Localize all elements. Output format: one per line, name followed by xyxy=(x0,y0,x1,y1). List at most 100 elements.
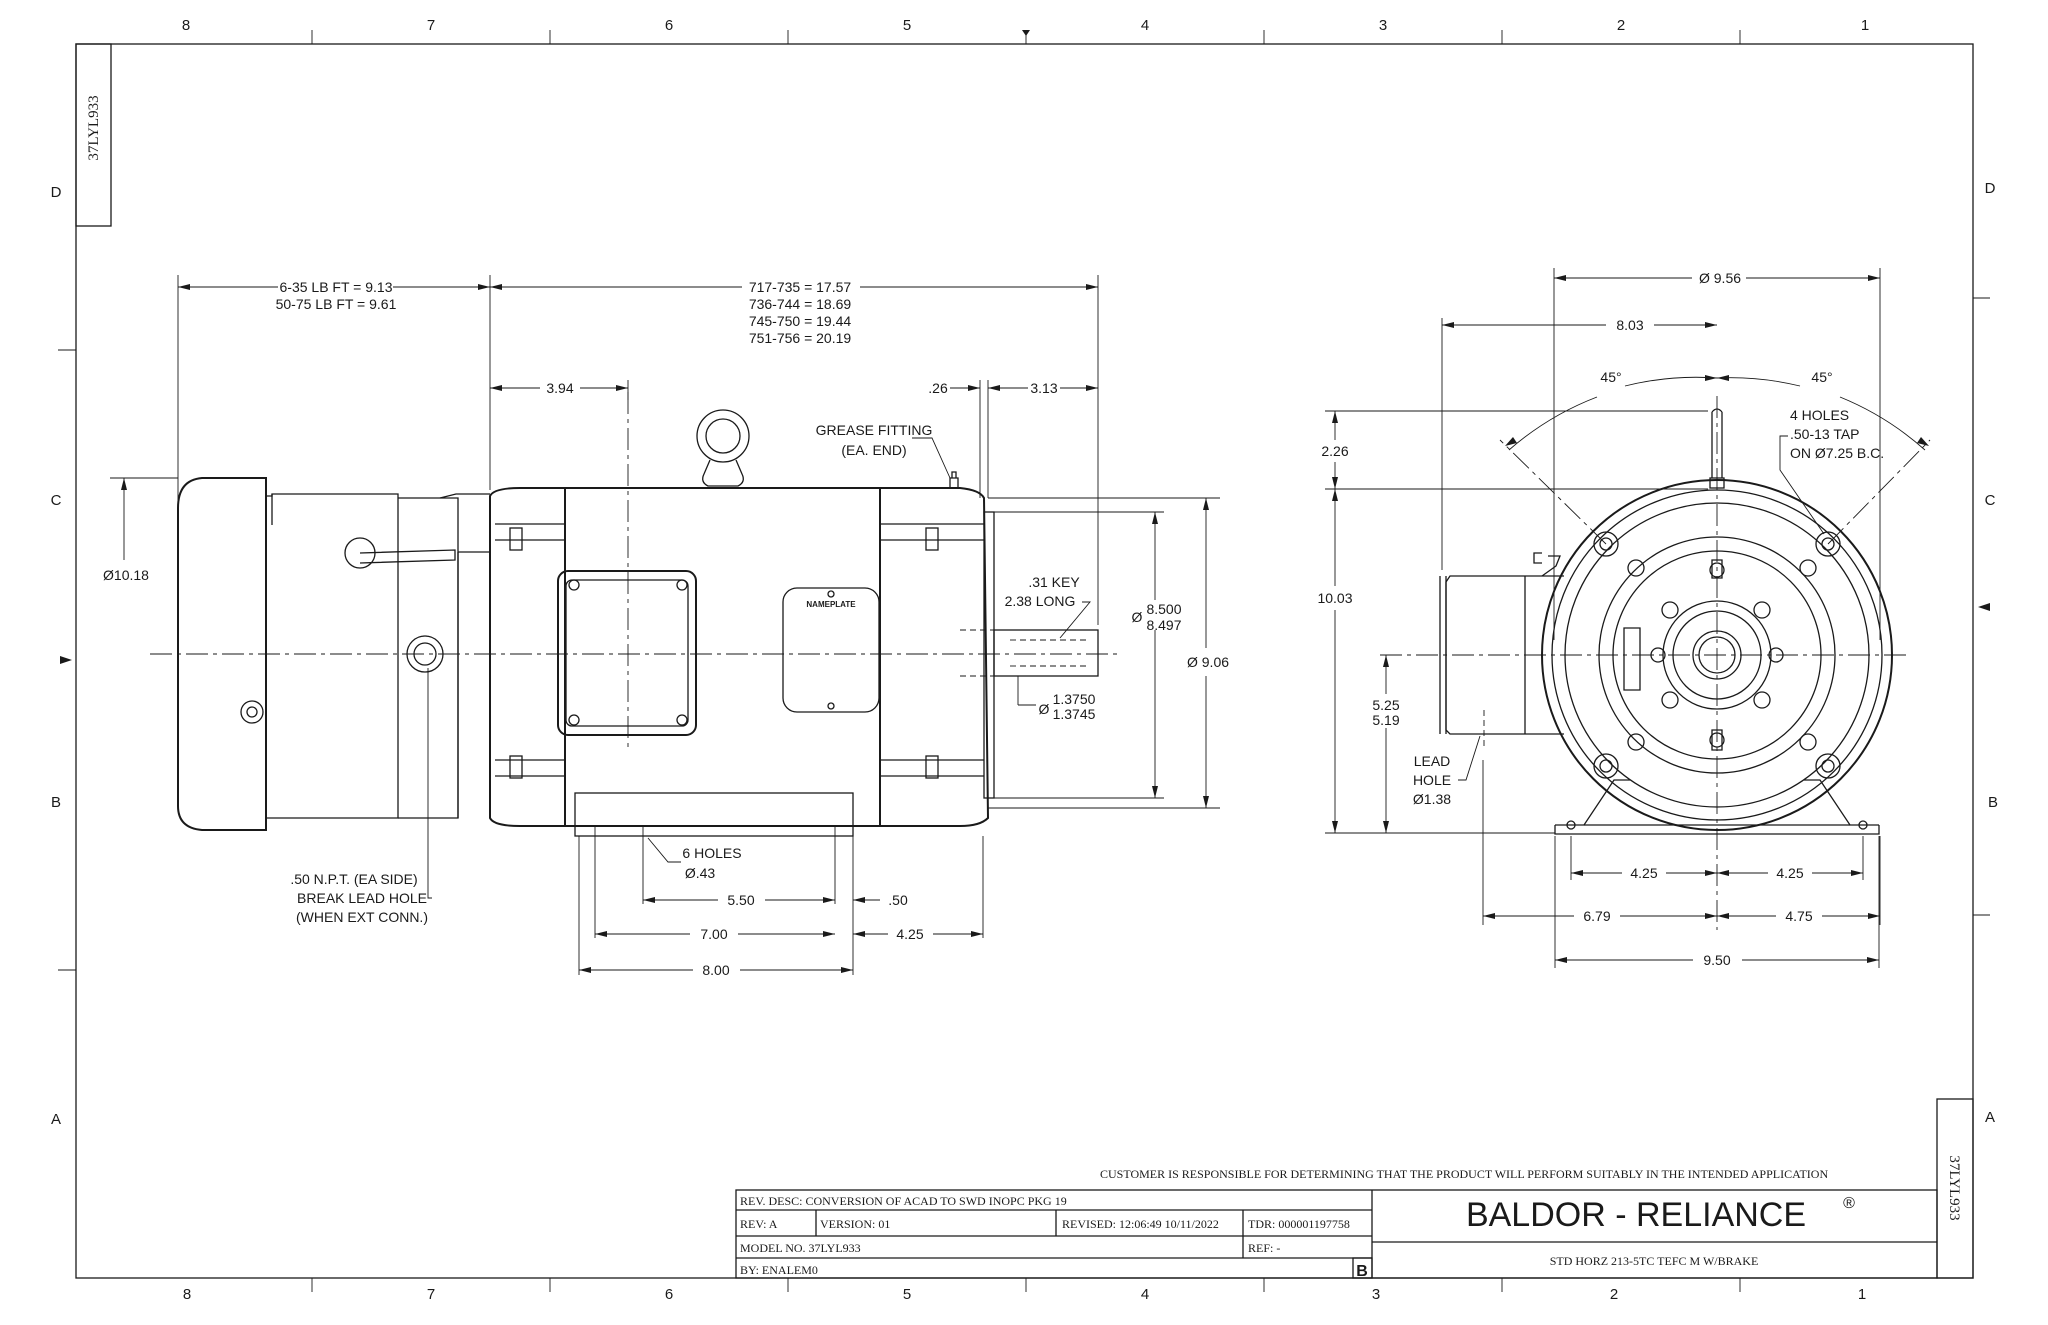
brake-cover xyxy=(177,477,267,831)
angle-left: 45° xyxy=(1600,369,1621,385)
lifting-eyebolt xyxy=(696,409,750,487)
zone-row-b-left: B xyxy=(51,794,61,811)
zone-col-8-top: 8 xyxy=(182,17,190,34)
dim-026: .26 xyxy=(928,380,948,396)
zone-col-3-top: 3 xyxy=(1379,17,1387,34)
dim-803: 8.03 xyxy=(1616,317,1643,333)
zone-col-6-bottom: 6 xyxy=(665,1286,673,1303)
zone-col-1-top: 1 xyxy=(1861,17,1869,34)
pilot-dia-symbol: Ø xyxy=(1132,609,1143,625)
dim-313: 3.13 xyxy=(1030,380,1057,396)
nameplate-label: NAMEPLATE xyxy=(806,600,856,609)
dim-525: 5.25 xyxy=(1372,697,1399,713)
dim-394: 3.94 xyxy=(546,380,573,396)
zone-col-6-top: 6 xyxy=(665,17,673,34)
zone-row-a-left: A xyxy=(51,1111,61,1128)
side-view-dimensions: 6-35 LB FT = 9.13 50-75 LB FT = 9.61 717… xyxy=(103,275,1229,978)
zone-col-7-bottom: 7 xyxy=(427,1286,435,1303)
zone-row-c-left: C xyxy=(51,492,62,509)
zone-col-5-bottom: 5 xyxy=(903,1286,911,1303)
key-label-2: 2.38 LONG xyxy=(1005,593,1076,609)
dim-906: Ø 9.06 xyxy=(1187,654,1229,670)
dim-frame-2: 736-744 = 18.69 xyxy=(749,296,852,312)
lead-hole-3: Ø1.38 xyxy=(1413,791,1451,807)
dim-956: Ø 9.56 xyxy=(1699,270,1741,286)
shaft-dia-1: 1.3750 xyxy=(1053,691,1096,707)
dim-519: 5.19 xyxy=(1372,712,1399,728)
zone-col-2-top: 2 xyxy=(1617,17,1625,34)
dim-679: 6.79 xyxy=(1583,908,1610,924)
zone-row-d-left: D xyxy=(51,184,62,201)
registered-mark: ® xyxy=(1843,1195,1855,1212)
zone-col-2-bottom: 2 xyxy=(1610,1286,1618,1303)
zone-row-c-right: C xyxy=(1985,492,1996,509)
mounting-foot-side xyxy=(574,792,854,837)
dim-brake-1: 6-35 LB FT = 9.13 xyxy=(280,279,393,295)
holes-label-1: 6 HOLES xyxy=(682,845,741,861)
title-block: CUSTOMER IS RESPONSIBLE FOR DETERMINING … xyxy=(735,1167,1938,1280)
lead-hole-2: HOLE xyxy=(1413,772,1451,788)
motor-frame xyxy=(565,487,881,827)
npt-note-3: (WHEN EXT CONN.) xyxy=(296,909,428,925)
dim-425-side: 4.25 xyxy=(896,926,923,942)
version: VERSION: 01 xyxy=(820,1217,890,1231)
grease-label-1: GREASE FITTING xyxy=(816,422,933,438)
drawing-number-stamp-top: 37LYL933 xyxy=(75,43,112,227)
zone-labels: 8 7 6 5 4 3 2 1 8 7 6 5 4 3 2 1 D C B A … xyxy=(51,17,1998,1303)
zone-col-4-top: 4 xyxy=(1141,17,1149,34)
sheet-size: B xyxy=(1356,1263,1368,1280)
mounting-tap-holes xyxy=(1593,531,1841,779)
opp-end-bracket xyxy=(489,487,566,827)
company-name: BALDOR - RELIANCE xyxy=(1466,1196,1806,1234)
dim-425-left: 4.25 xyxy=(1630,865,1657,881)
zone-row-d-right: D xyxy=(1985,180,1996,197)
angle-right: 45° xyxy=(1811,369,1832,385)
lead-hole-1: LEAD xyxy=(1414,753,1451,769)
disclaimer: CUSTOMER IS RESPONSIBLE FOR DETERMINING … xyxy=(1100,1167,1828,1181)
shaft-dia-symbol: Ø xyxy=(1039,701,1050,717)
npt-note-1: .50 N.P.T. (EA SIDE) xyxy=(290,871,417,887)
holes-note-2: .50-13 TAP xyxy=(1790,426,1860,442)
dim-1018: Ø10.18 xyxy=(103,567,149,583)
key-label-1: .31 KEY xyxy=(1028,574,1080,590)
drawing-number-stamp-bottom: 37LYL933 xyxy=(1936,1098,1974,1279)
zone-col-4-bottom: 4 xyxy=(1141,1286,1149,1303)
nameplate: NAMEPLATE xyxy=(782,587,880,713)
end-view: Ø 9.56 8.03 45° 45° 4 HOLES .50-13 TAP O… xyxy=(1317,268,1931,968)
tdr: TDR: 000001197758 xyxy=(1248,1217,1350,1231)
stamp-text-bottom: 37LYL933 xyxy=(1946,1155,1962,1220)
stamp-text-top: 37LYL933 xyxy=(86,95,102,160)
rev: REV: A xyxy=(740,1217,778,1231)
brake-housing xyxy=(266,493,399,819)
dim-800: 8.00 xyxy=(702,962,729,978)
dim-700: 7.00 xyxy=(700,926,727,942)
dim-950: 9.50 xyxy=(1703,952,1730,968)
dim-050: .50 xyxy=(888,892,908,908)
npt-note-2: BREAK LEAD HOLE xyxy=(297,890,427,906)
dim-425-right: 4.25 xyxy=(1776,865,1803,881)
shaft-dia-2: 1.3745 xyxy=(1053,706,1096,722)
model-no: MODEL NO. 37LYL933 xyxy=(740,1241,861,1255)
revised: REVISED: 12:06:49 10/11/2022 xyxy=(1062,1217,1219,1231)
drawing-description: STD HORZ 213-5TC TEFC M W/BRAKE xyxy=(1550,1254,1759,1268)
shaft-end-bracket xyxy=(880,487,990,827)
holes-note-1: 4 HOLES xyxy=(1790,407,1849,423)
dim-frame-4: 751-756 = 20.19 xyxy=(749,330,852,346)
zone-col-5-top: 5 xyxy=(903,17,911,34)
by: BY: ENALEM0 xyxy=(740,1263,818,1277)
dim-frame-3: 745-750 = 19.44 xyxy=(749,313,852,329)
zone-col-1-bottom: 1 xyxy=(1858,1286,1866,1303)
grease-label-2: (EA. END) xyxy=(841,442,906,458)
zone-row-a-right: A xyxy=(1985,1109,1995,1126)
dim-475: 4.75 xyxy=(1785,908,1812,924)
dim-brake-2: 50-75 LB FT = 9.61 xyxy=(276,296,397,312)
motor-shaft xyxy=(993,629,1099,677)
end-view-dimensions: Ø 9.56 8.03 45° 45° 4 HOLES .50-13 TAP O… xyxy=(1317,268,1929,968)
zone-col-8-bottom: 8 xyxy=(183,1286,191,1303)
dim-226: 2.26 xyxy=(1321,443,1348,459)
zone-col-7-top: 7 xyxy=(427,17,435,34)
dim-frame-1: 717-735 = 17.57 xyxy=(749,279,852,295)
zone-col-3-bottom: 3 xyxy=(1372,1286,1380,1303)
pilot-dia-2: 8.497 xyxy=(1146,617,1181,633)
